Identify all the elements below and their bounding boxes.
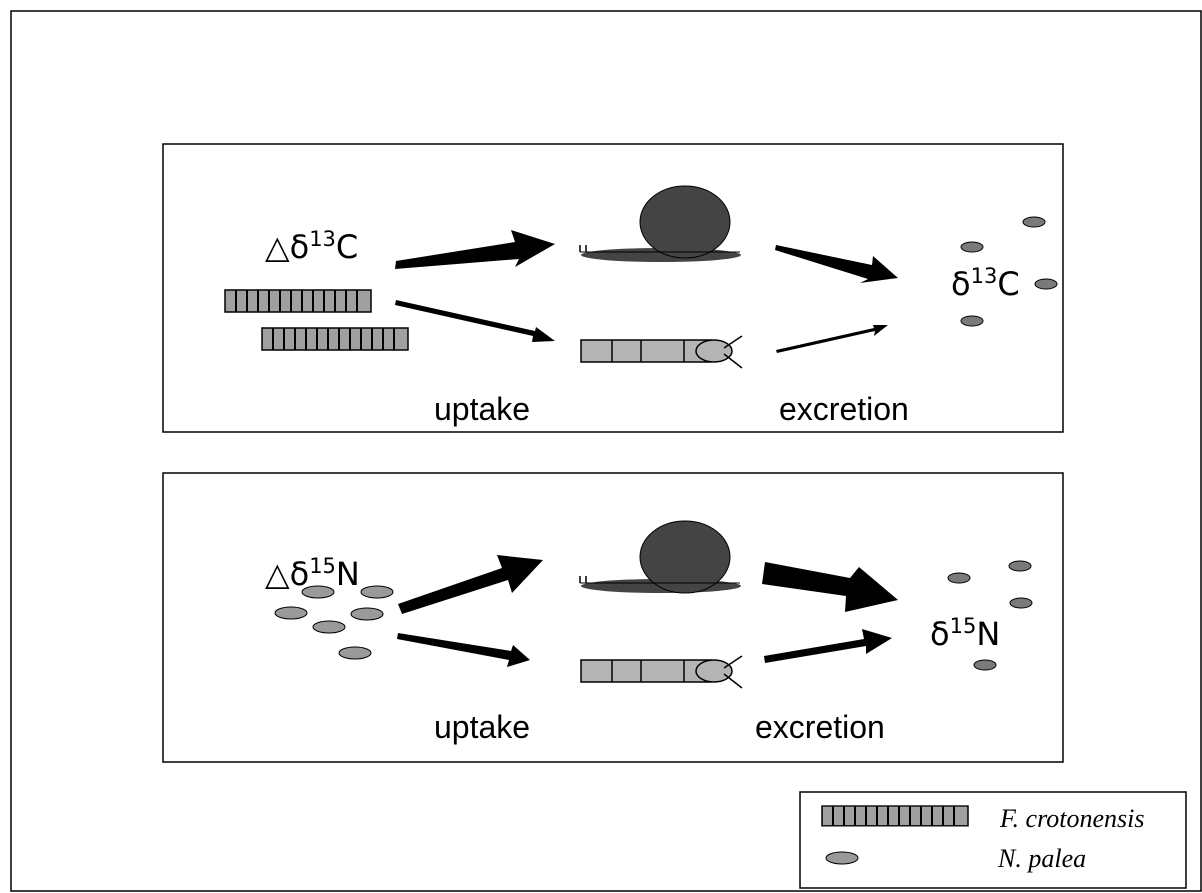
snail-grazer (579, 520, 741, 594)
worm-head (695, 339, 733, 363)
nitrogen-uptake-arrows (397, 555, 543, 667)
ellipse-swatch-icon (825, 851, 859, 865)
legend-label: N. palea (997, 844, 1086, 873)
arrow-thin (776, 325, 888, 353)
legend-item-ellipse: N. palea (825, 844, 1086, 873)
cell (960, 315, 984, 327)
nitrogen-output-label: δ15N (930, 614, 1000, 653)
arrow-medium (395, 300, 555, 342)
cell (1034, 278, 1058, 290)
cell (1022, 216, 1046, 228)
cell (301, 585, 335, 599)
cell (960, 241, 984, 253)
cell (973, 659, 997, 671)
worm-head (695, 659, 733, 683)
arrow-thick (398, 555, 543, 614)
carbon-uptake-arrows (395, 230, 555, 342)
snail-shell (639, 185, 731, 259)
nitrogen-panel: △δ15N δ15N (162, 472, 1064, 763)
fragilaria-filament (224, 289, 372, 313)
cell (947, 572, 971, 584)
carbon-input-label: △δ13C (265, 227, 358, 266)
carbon-excretion-label: excretion (779, 391, 909, 427)
snail-shell (639, 520, 731, 594)
fragilaria-filaments (224, 289, 409, 351)
legend: F. crotonensis N. palea (799, 791, 1187, 889)
cell (274, 606, 308, 620)
worm-mouthparts (723, 335, 743, 369)
excreted-cells (947, 560, 1033, 671)
arrow-thick (762, 562, 898, 612)
cell (338, 646, 372, 660)
carbon-panel: △δ13C δ13C (162, 143, 1064, 433)
arrow-thick (395, 230, 555, 269)
nitzschia-cells (274, 585, 394, 660)
carbon-output-label: δ13C (951, 264, 1020, 303)
carbon-excretion-arrows (775, 245, 898, 353)
excreted-cells (960, 216, 1058, 327)
nitrogen-excretion-arrows (762, 562, 898, 663)
cell (350, 607, 384, 621)
legend-label: F. crotonensis (999, 804, 1144, 833)
worm-body (580, 659, 712, 683)
nitrogen-input-label: △δ15N (265, 554, 360, 593)
nitrogen-excretion-label: excretion (755, 709, 885, 745)
worm-body (580, 339, 712, 363)
snail-tentacles (579, 576, 587, 583)
worm-grazer (580, 655, 743, 689)
fragilaria-filament (261, 327, 409, 351)
carbon-panel-frame (162, 143, 1064, 433)
nitrogen-uptake-label: uptake (434, 709, 530, 745)
worm-grazer (580, 335, 743, 369)
figure-frame (10, 10, 1202, 892)
arrow-medium (764, 629, 892, 663)
filament-swatch-icon (821, 805, 969, 827)
arrow-thick (775, 245, 898, 283)
legend-item-filament: F. crotonensis (821, 804, 1144, 833)
snail-grazer (579, 185, 741, 262)
carbon-uptake-label: uptake (434, 391, 530, 427)
cell (312, 620, 346, 634)
snail-tentacles (579, 245, 587, 252)
arrow-medium (397, 633, 530, 667)
worm-mouthparts (723, 655, 743, 689)
nitrogen-panel-frame (162, 472, 1064, 763)
cell (1008, 560, 1032, 572)
cell (1009, 597, 1033, 609)
cell (360, 585, 394, 599)
